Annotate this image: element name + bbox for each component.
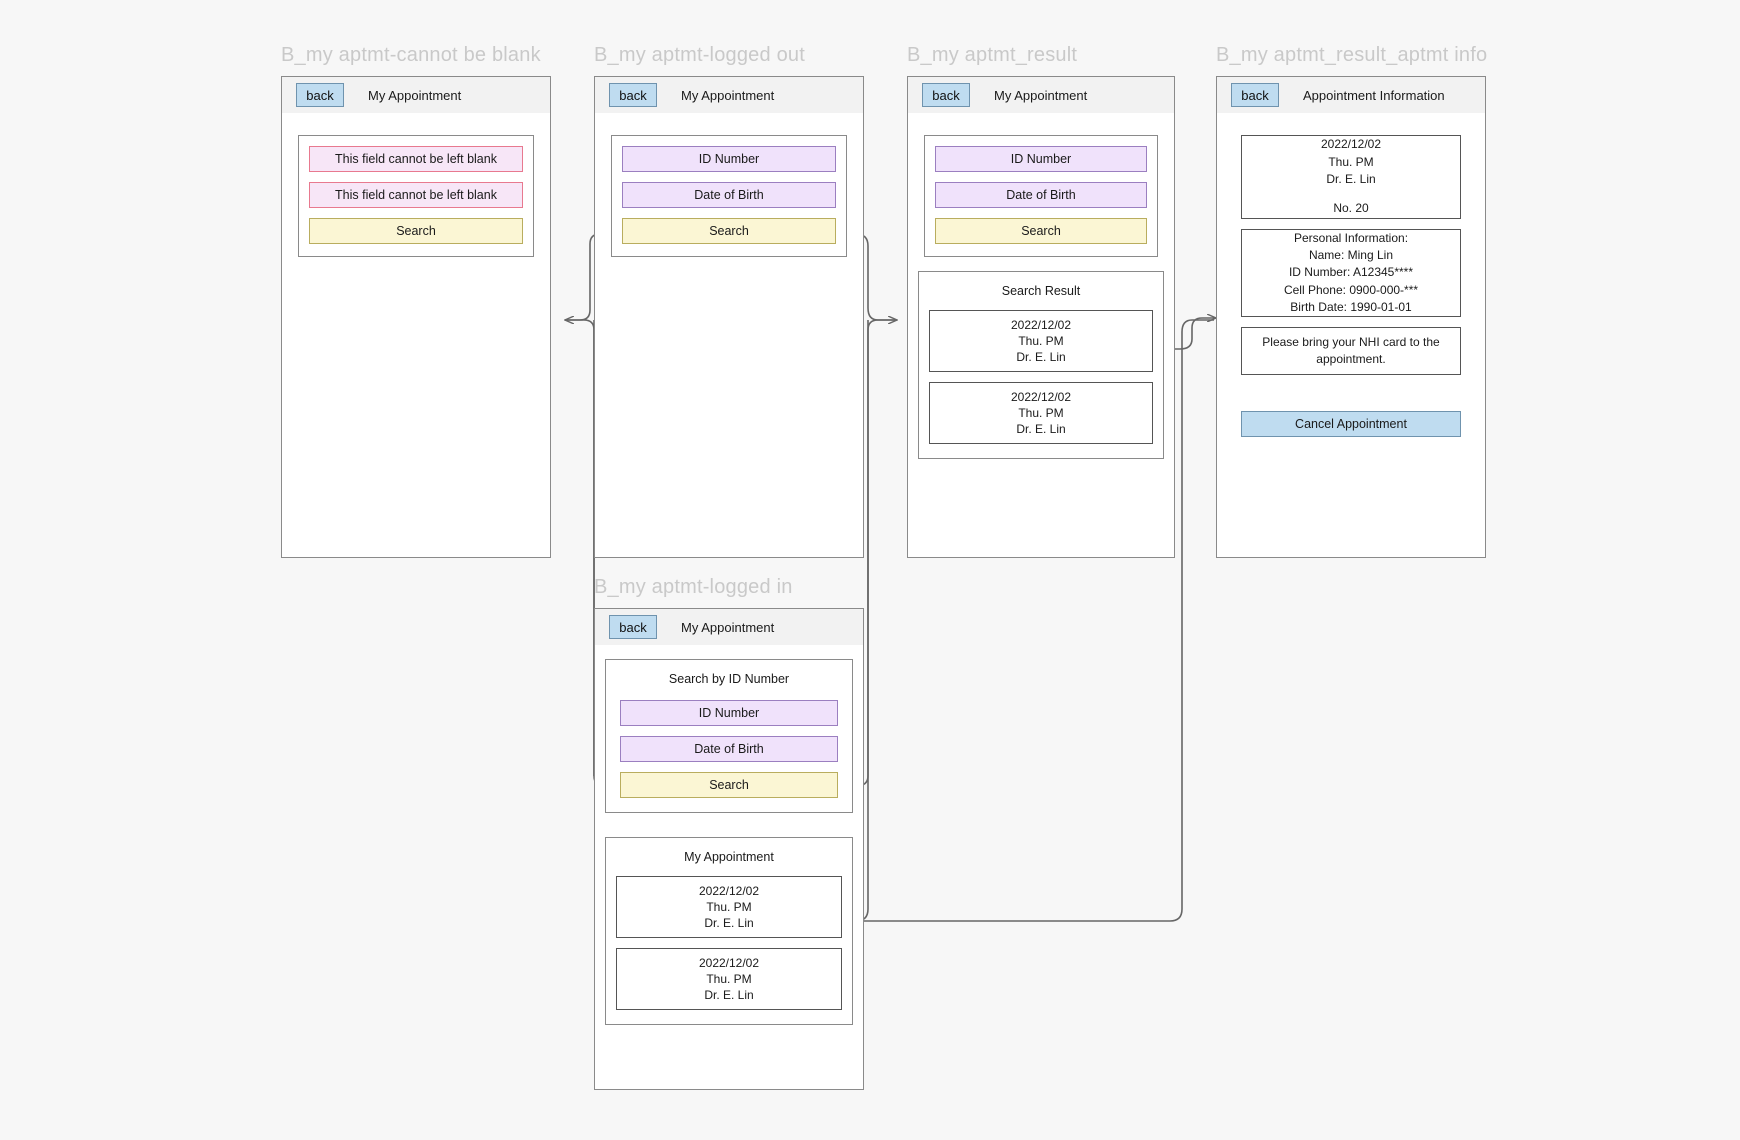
appointment-item-time: Thu. PM <box>706 971 752 986</box>
cancel-appointment-button[interactable]: Cancel Appointment <box>1241 411 1461 437</box>
result-item[interactable]: 2022/12/02 Thu. PM Dr. E. Lin <box>929 382 1153 444</box>
search-form-card: ID Number Date of Birth Search <box>611 135 847 257</box>
search-button[interactable]: Search <box>620 772 838 798</box>
appointment-list-item[interactable]: 2022/12/02 Thu. PM Dr. E. Lin <box>616 876 842 938</box>
search-form-card: This field cannot be left blank This fie… <box>298 135 534 257</box>
appointment-item-doctor: Dr. E. Lin <box>704 988 754 1003</box>
personal-info-birth-date: Birth Date: 1990-01-01 <box>1290 300 1412 315</box>
nhi-card-notice-text: Please bring your NHI card to the appoin… <box>1262 334 1440 366</box>
result-item-doctor: Dr. E. Lin <box>1016 350 1066 365</box>
frame-logged-out: back My Appointment ID Number Date of Bi… <box>594 76 864 558</box>
search-by-id-heading: Search by ID Number <box>668 672 790 686</box>
personal-information-card: Personal Information: Name: Ming Lin ID … <box>1241 229 1461 317</box>
search-result-heading: Search Result <box>1001 284 1081 298</box>
frame-title-result: B_my aptmt_result <box>907 44 1078 66</box>
id-number-field[interactable]: ID Number <box>622 146 836 172</box>
result-item-date: 2022/12/02 <box>1010 317 1072 332</box>
search-button[interactable]: Search <box>935 218 1147 244</box>
appointment-item-date: 2022/12/02 <box>698 955 760 970</box>
appbar: back My Appointment <box>595 609 863 645</box>
search-form-card: ID Number Date of Birth Search <box>924 135 1158 257</box>
appointment-date: 2022/12/02 <box>1320 137 1382 152</box>
frame-title-aptmt-info: B_my aptmt_result_aptmt info <box>1216 44 1488 66</box>
appointment-time: Thu. PM <box>1328 154 1374 169</box>
back-button[interactable]: back <box>609 615 657 639</box>
frame-title-logged-out: B_my aptmt-logged out <box>594 44 805 66</box>
appbar-title: Appointment Information <box>1303 87 1445 103</box>
appbar: back Appointment Information <box>1217 77 1485 113</box>
dob-error-field[interactable]: This field cannot be left blank <box>309 182 523 208</box>
back-button[interactable]: back <box>1231 83 1279 107</box>
id-number-field[interactable]: ID Number <box>620 700 838 726</box>
id-number-error-field[interactable]: This field cannot be left blank <box>309 146 523 172</box>
result-item-doctor: Dr. E. Lin <box>1016 422 1066 437</box>
appointment-item-date: 2022/12/02 <box>698 883 760 898</box>
search-by-id-card: Search by ID Number ID Number Date of Bi… <box>605 659 853 813</box>
search-result-card: Search Result 2022/12/02 Thu. PM Dr. E. … <box>918 271 1164 459</box>
back-button[interactable]: back <box>609 83 657 107</box>
id-number-field[interactable]: ID Number <box>935 146 1147 172</box>
date-of-birth-field[interactable]: Date of Birth <box>622 182 836 208</box>
frame-result: back My Appointment ID Number Date of Bi… <box>907 76 1175 558</box>
date-of-birth-field[interactable]: Date of Birth <box>620 736 838 762</box>
result-item-time: Thu. PM <box>1018 405 1064 420</box>
back-button[interactable]: back <box>922 83 970 107</box>
personal-info-name: Name: Ming Lin <box>1308 247 1394 262</box>
result-item-time: Thu. PM <box>1018 333 1064 348</box>
result-item-date: 2022/12/02 <box>1010 389 1072 404</box>
appointment-number: No. 20 <box>1333 201 1369 216</box>
search-button[interactable]: Search <box>622 218 836 244</box>
personal-info-cell-phone: Cell Phone: 0900-000-*** <box>1283 282 1419 297</box>
result-item[interactable]: 2022/12/02 Thu. PM Dr. E. Lin <box>929 310 1153 372</box>
personal-info-heading: Personal Information: <box>1293 230 1409 245</box>
nhi-card-notice: Please bring your NHI card to the appoin… <box>1241 327 1461 375</box>
appointment-list-item[interactable]: 2022/12/02 Thu. PM Dr. E. Lin <box>616 948 842 1010</box>
appbar: back My Appointment <box>595 77 863 113</box>
appbar-title: My Appointment <box>368 87 462 103</box>
appointment-item-time: Thu. PM <box>706 899 752 914</box>
appbar-title: My Appointment <box>681 619 775 635</box>
appbar: back My Appointment <box>908 77 1174 113</box>
date-of-birth-field[interactable]: Date of Birth <box>935 182 1147 208</box>
personal-info-id-number: ID Number: A12345**** <box>1288 265 1414 280</box>
frame-title-cannot-be-blank: B_my aptmt-cannot be blank <box>281 44 541 66</box>
frame-title-logged-in: B_my aptmt-logged in <box>594 576 793 598</box>
frame-logged-in: back My Appointment Search by ID Number … <box>594 608 864 1090</box>
appbar-title: My Appointment <box>681 87 775 103</box>
appbar-title: My Appointment <box>994 87 1088 103</box>
my-appointment-list-card: My Appointment 2022/12/02 Thu. PM Dr. E.… <box>605 837 853 1025</box>
frame-aptmt-info: back Appointment Information 2022/12/02 … <box>1216 76 1486 558</box>
back-button[interactable]: back <box>296 83 344 107</box>
search-button[interactable]: Search <box>309 218 523 244</box>
appbar: back My Appointment <box>282 77 550 113</box>
appointment-summary-card: 2022/12/02 Thu. PM Dr. E. Lin No. 20 <box>1241 135 1461 219</box>
appointment-doctor: Dr. E. Lin <box>1326 172 1376 186</box>
my-appointment-heading: My Appointment <box>684 850 774 864</box>
frame-cannot-be-blank: back My Appointment This field cannot be… <box>281 76 551 558</box>
appointment-item-doctor: Dr. E. Lin <box>704 916 754 931</box>
